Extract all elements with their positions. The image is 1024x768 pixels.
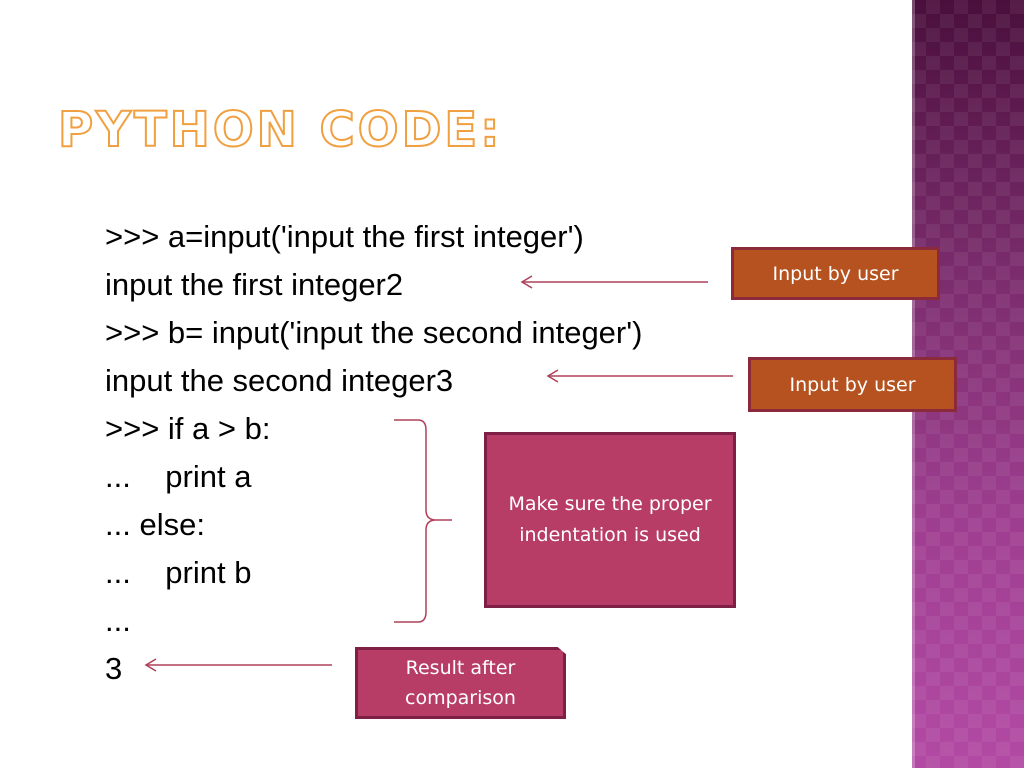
callout-label: Input by user	[772, 262, 899, 285]
callout-label: Input by user	[789, 373, 916, 396]
slide-title: PYTHON CODE:	[57, 101, 503, 159]
code-line: 3	[105, 651, 123, 686]
code-line: input the second integer3	[105, 363, 454, 398]
callout-indentation-note: Make sure the proper indentation is used	[484, 432, 736, 608]
callout-label: Result after comparison	[405, 657, 516, 709]
code-line: >>> if a > b:	[105, 411, 271, 446]
code-line: input the first integer2	[105, 267, 404, 302]
decorative-sidebar	[912, 0, 1024, 768]
code-line: ... else:	[105, 507, 205, 542]
callout-input-by-user-1: Input by user	[731, 247, 940, 300]
code-line: ... print b	[105, 555, 252, 590]
code-block: >>> a=input('input the first integer') i…	[105, 213, 643, 693]
code-line: ... print a	[105, 459, 252, 494]
callout-result-note: Result after comparison	[355, 647, 566, 719]
code-line: ...	[105, 603, 131, 638]
callout-input-by-user-2: Input by user	[748, 357, 957, 412]
callout-label: Make sure the proper indentation is used	[508, 493, 712, 546]
code-line: >>> a=input('input the first integer')	[105, 219, 584, 254]
code-line: >>> b= input('input the second integer')	[105, 315, 643, 350]
